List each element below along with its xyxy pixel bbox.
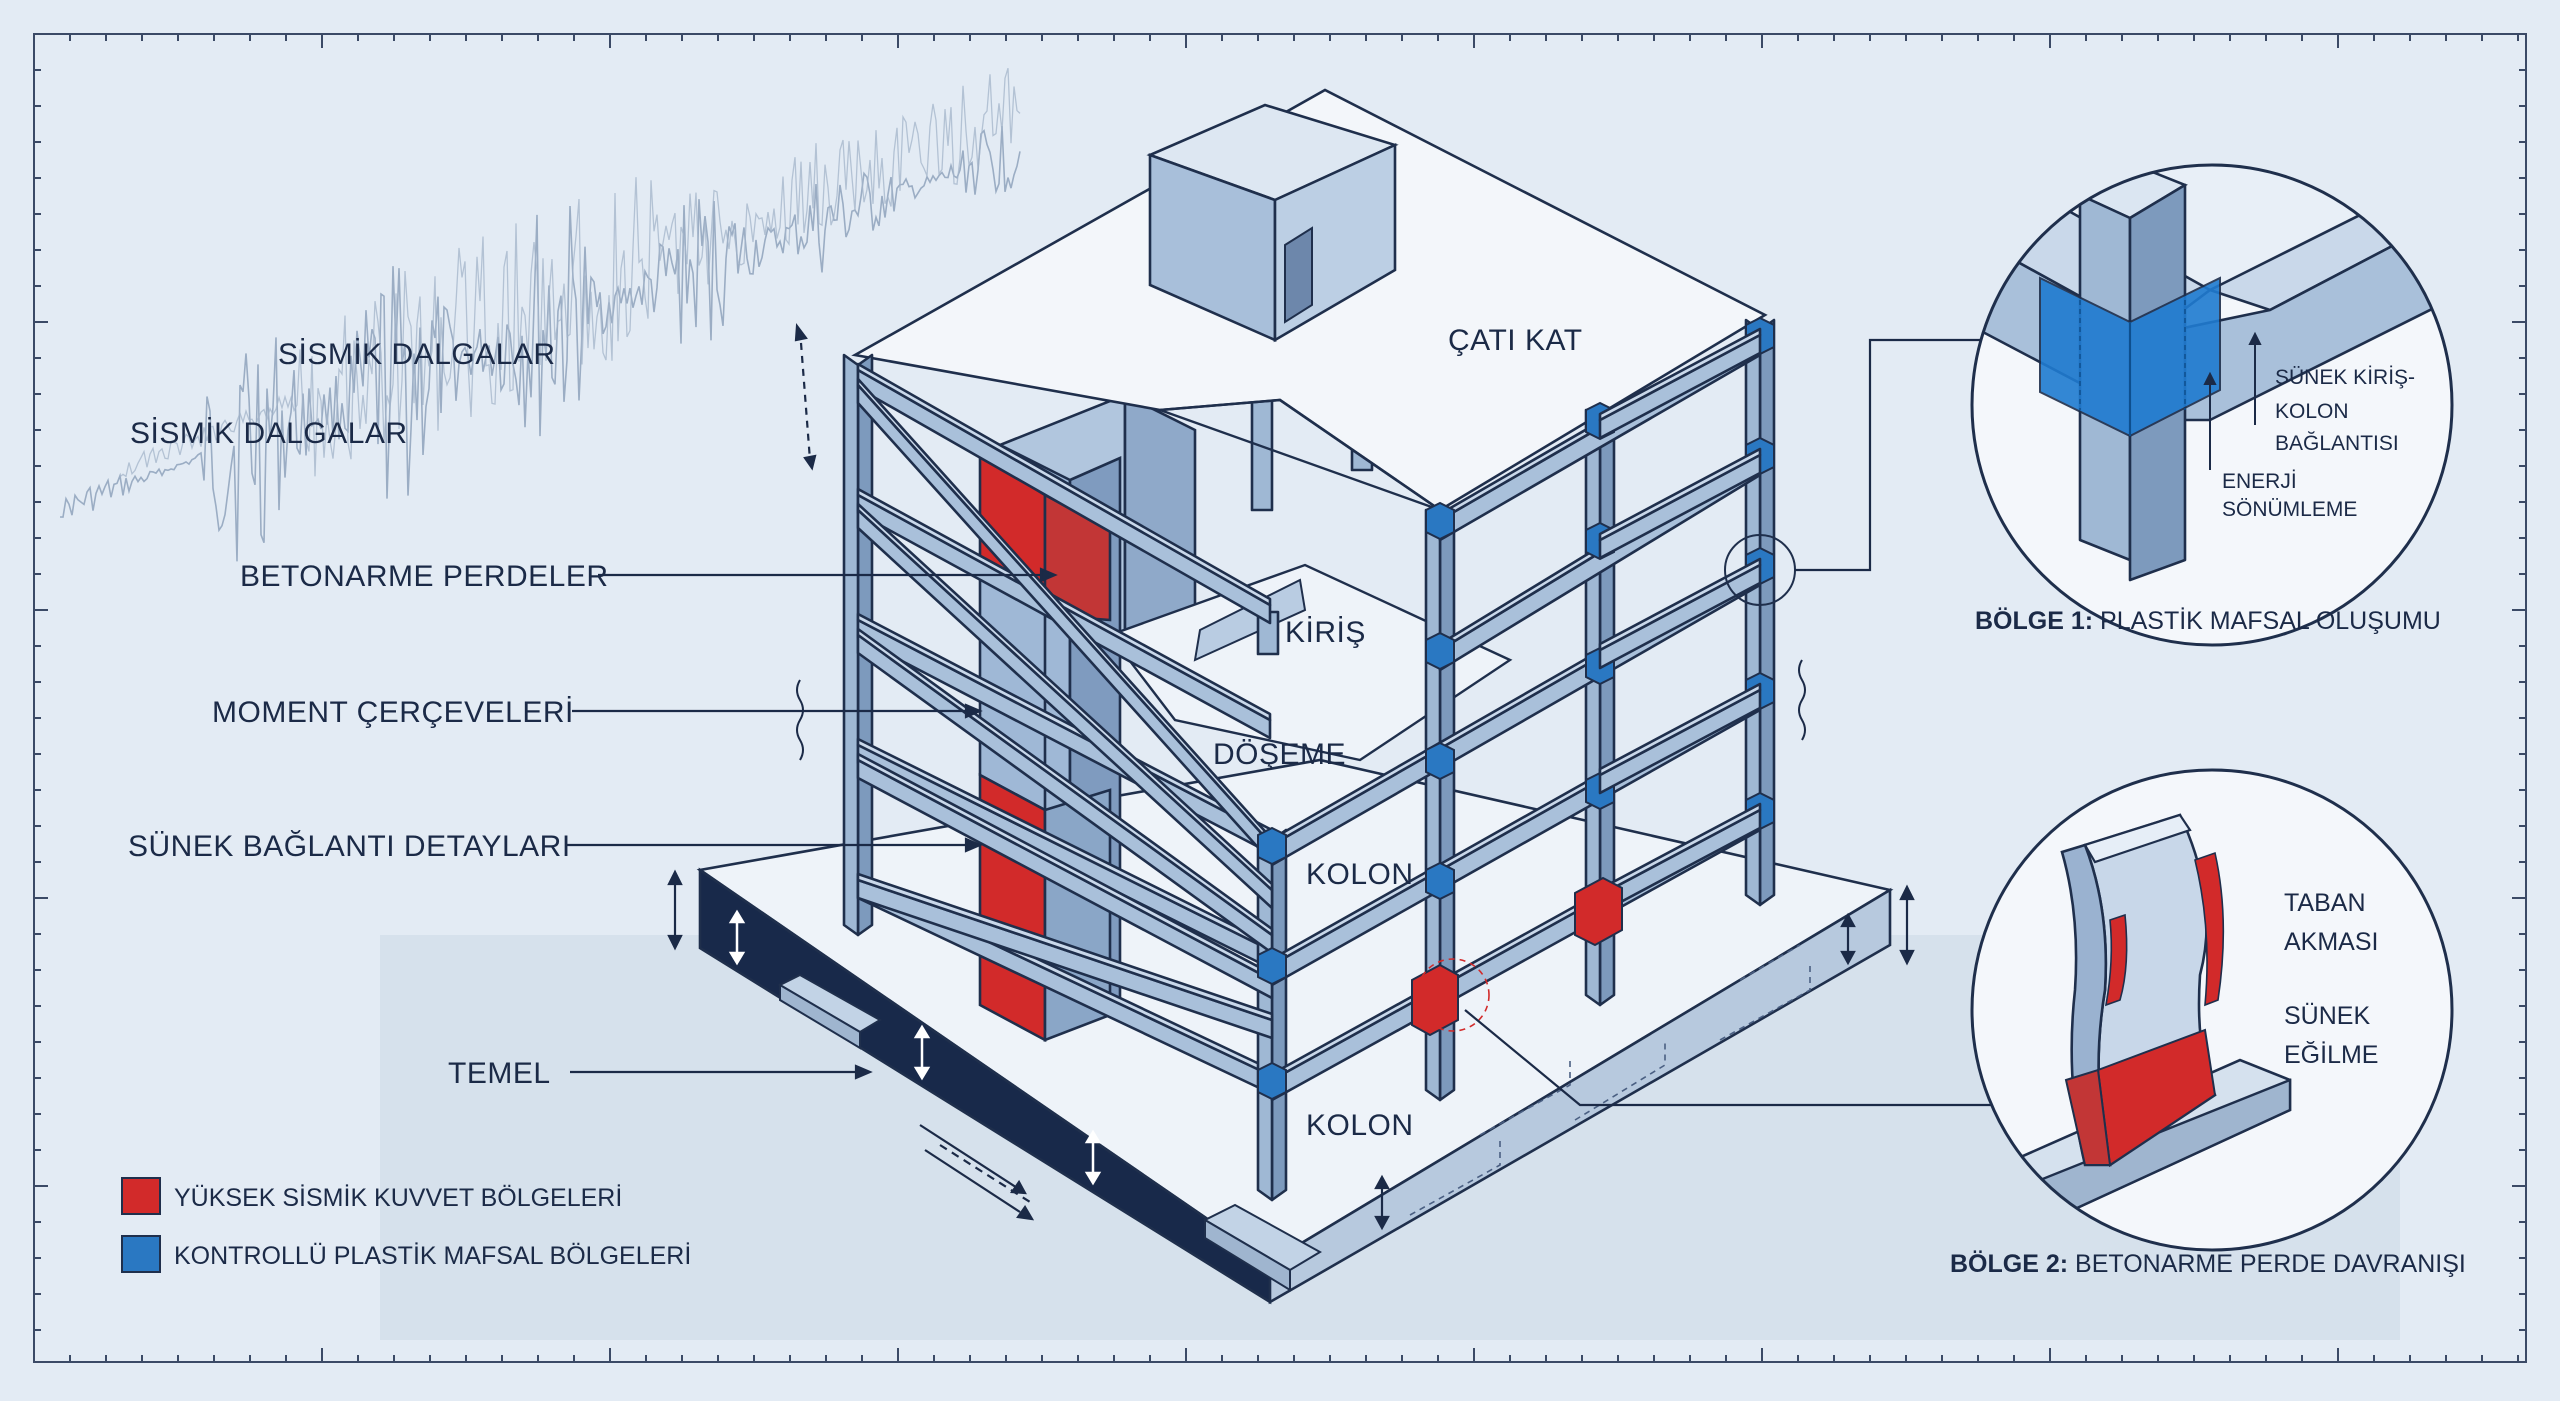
label-column-2: KOLON <box>1306 1109 1414 1142</box>
detail-2-note-bending-1: SÜNEK <box>2284 1002 2370 1030</box>
detail-1-note-energy-1: ENERJİ <box>2222 470 2297 493</box>
floor-slab <box>1108 563 1513 762</box>
high-force-zones <box>1411 876 1623 1037</box>
legend-label-high-force: YÜKSEK SİSMİK KUVVET BÖLGELERİ <box>174 1183 622 1212</box>
detail-1-note-energy-2: SÖNÜMLEME <box>2222 498 2357 521</box>
detail-2-note-bending-2: EĞİLME <box>2284 1040 2378 1069</box>
legend-label-plastic-hinge: KONTROLLÜ PLASTİK MAFSAL BÖLGELERİ <box>174 1241 691 1270</box>
building-labels: ÇATI KAT KİRİŞ DÖŞEME KOLON KOLON <box>1213 324 1583 1142</box>
detail-1-note-connection-2: KOLON <box>2275 400 2349 423</box>
detail-2-inset: TABAN AKMASI SÜNEK EĞİLME <box>1970 768 2454 1252</box>
detail-1-caption: BÖLGE 1: PLASTİK MAFSAL OLUŞUMU <box>1975 606 2441 635</box>
left-labels: SİSMİK DALGALAR SİSMİK DALGALAR BETONARM… <box>128 338 609 1090</box>
detail-2-caption: BÖLGE 2: BETONARME PERDE DAVRANIŞI <box>1950 1249 2466 1278</box>
label-moment-frames: MOMENT ÇERÇEVELERİ <box>212 696 574 729</box>
label-slab: DÖŞEME <box>1213 738 1346 771</box>
legend: YÜKSEK SİSMİK KUVVET BÖLGELERİ KONTROLLÜ… <box>121 1177 691 1273</box>
label-beam: KİRİŞ <box>1285 616 1366 649</box>
label-roof: ÇATI KAT <box>1448 324 1583 357</box>
label-seismic-waves-2: SİSMİK DALGALAR <box>130 417 408 450</box>
detail-1-inset: SÜNEK KİRİŞ- KOLON BAĞLANTISI ENERJİ SÖN… <box>1970 163 2454 647</box>
label-column-1: KOLON <box>1306 858 1414 891</box>
detail-1-connector <box>1795 338 1998 572</box>
detail-2-connector <box>1464 1009 2005 1107</box>
label-ductile-details: SÜNEK BAĞLANTI DETAYLARI <box>128 830 571 863</box>
label-foundation: TEMEL <box>448 1057 551 1090</box>
detail-1-note-connection-1: SÜNEK KİRİŞ- <box>2275 366 2415 389</box>
detail-2-note-base-2: AKMASI <box>2284 928 2378 956</box>
label-seismic-waves-1: SİSMİK DALGALAR <box>278 338 556 371</box>
legend-swatch-red <box>121 1177 161 1215</box>
detail-1-note-connection-3: BAĞLANTISI <box>2275 432 2399 455</box>
ruler-frame <box>33 33 2527 1363</box>
legend-swatch-blue <box>121 1235 161 1273</box>
seismic-wave-graphic <box>59 68 1021 562</box>
label-leaders <box>567 567 1058 1080</box>
moment-frame-right <box>1598 327 1762 915</box>
detail-2-note-base-1: TABAN <box>2284 889 2366 917</box>
rooftop-penthouse <box>1146 103 1399 343</box>
label-shear-walls: BETONARME PERDELER <box>240 560 609 593</box>
